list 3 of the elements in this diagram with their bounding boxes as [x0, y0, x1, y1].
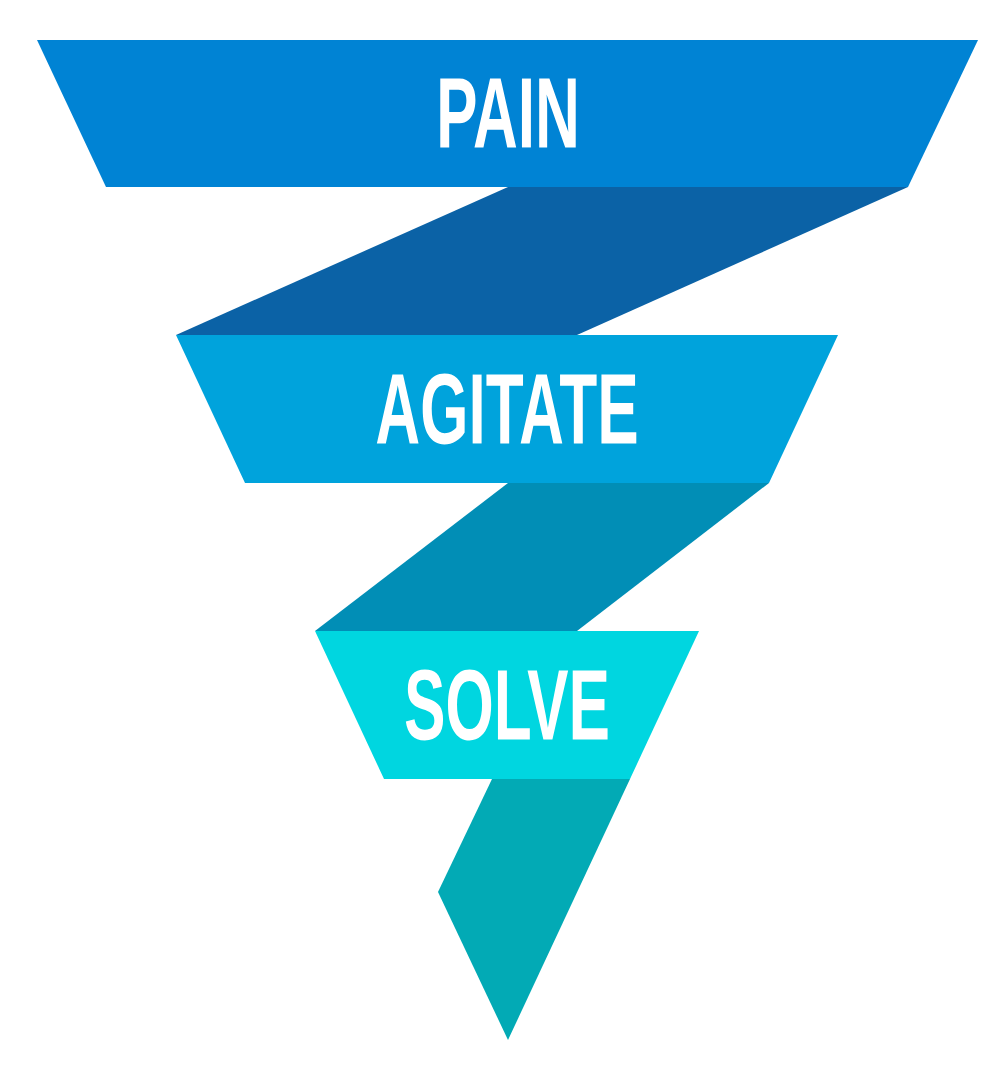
funnel-band: AGITATE — [176, 335, 838, 483]
funnel-band: SOLVE — [315, 631, 699, 779]
funnel-band: PAIN — [37, 40, 978, 187]
